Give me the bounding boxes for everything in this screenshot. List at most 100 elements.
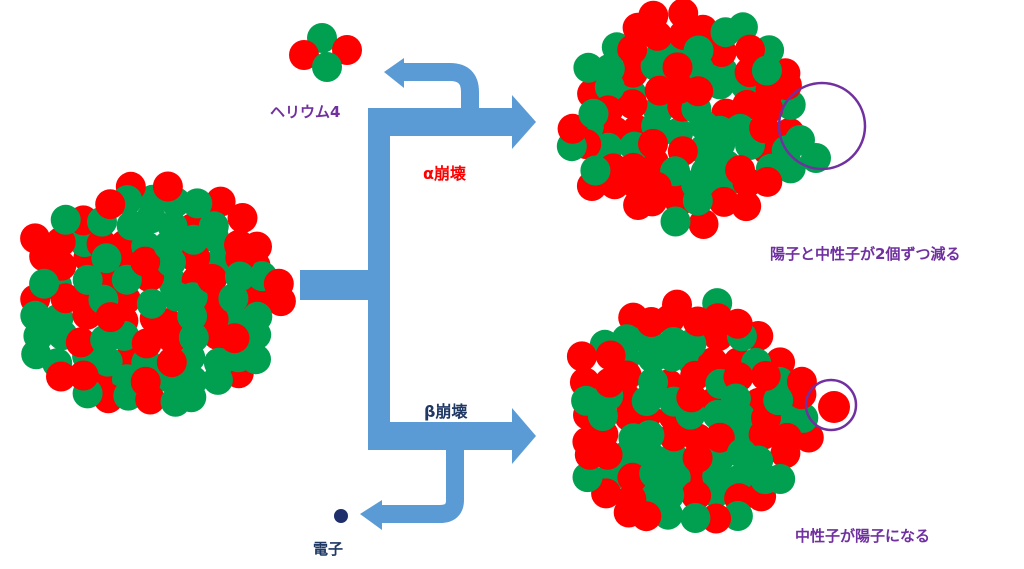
alpha-arrow-body: [368, 108, 518, 136]
neutron-ball: [726, 438, 757, 469]
neutron-ball: [722, 501, 753, 531]
proton-ball: [263, 268, 294, 299]
neutron-ball: [182, 188, 213, 219]
neutron-ball: [801, 143, 831, 173]
proton-ball: [68, 360, 99, 391]
alpha-arrow-head: [512, 95, 536, 149]
proton-ball: [641, 171, 672, 202]
proton-ball: [704, 422, 735, 453]
proton-ball: [95, 302, 126, 333]
decay-arrows: [300, 58, 536, 530]
proton-ball: [749, 113, 780, 144]
neutron-ball: [720, 383, 751, 414]
neutron-ball: [178, 224, 209, 255]
neutron-ball: [578, 98, 609, 129]
proton-ball: [752, 166, 783, 197]
proton-ball: [130, 366, 161, 397]
neutron-ball: [725, 113, 756, 144]
neutron-ball: [573, 52, 604, 83]
neutron-ball: [750, 464, 781, 495]
neutron-ball: [218, 283, 249, 314]
parent-nucleus: [20, 171, 296, 417]
proton-ball: [594, 367, 625, 398]
proton-ball: [636, 307, 667, 337]
neutron-ball: [788, 402, 819, 433]
proton-ball: [289, 40, 319, 70]
proton-ball: [668, 0, 699, 29]
proton-ball: [65, 327, 96, 358]
neutron-ball: [29, 268, 60, 299]
proton-ball: [227, 203, 258, 233]
neutron-ball: [153, 230, 184, 261]
proton-ball: [659, 421, 689, 452]
proton-ball: [557, 113, 588, 144]
neutron-ball: [683, 35, 714, 66]
neutron-ball: [682, 185, 713, 216]
proton-ball: [664, 73, 695, 104]
proton-ball: [131, 328, 162, 359]
proton-ball: [725, 155, 756, 186]
beta-arrow-head: [512, 408, 536, 464]
neutron-ball: [658, 327, 689, 357]
proton-ball: [772, 422, 802, 453]
beta-daughter-nucleus: [566, 288, 850, 534]
neutron-ball: [763, 385, 794, 416]
neutron-ball: [680, 503, 711, 533]
neutron-ball: [688, 110, 719, 141]
proton-ball: [722, 308, 753, 339]
proton-ball: [617, 34, 648, 65]
proton-ball: [20, 223, 51, 254]
proton-ball: [731, 191, 762, 222]
helium4-particle: [289, 23, 362, 82]
proton-ball: [156, 347, 187, 378]
beta-changed-highlight: [804, 378, 858, 432]
neutron-ball: [702, 461, 733, 492]
neutron-ball: [580, 155, 611, 186]
neutron-ball: [751, 55, 782, 86]
proton-ball: [219, 323, 250, 354]
proton-ball: [46, 361, 76, 392]
proton-ball: [642, 20, 673, 51]
proton-ball: [750, 360, 781, 391]
neutron-ball: [639, 458, 670, 489]
neutron-ball: [654, 480, 685, 511]
proton-ball: [638, 128, 668, 159]
proton-ball: [205, 186, 236, 217]
proton-ball: [818, 391, 850, 423]
alpha-daughter-nucleus: [556, 0, 831, 239]
neutron-ball: [594, 53, 625, 84]
neutron-ball: [136, 288, 167, 319]
helium-arrow-head: [384, 58, 404, 88]
neutron-ball: [23, 320, 54, 351]
neutron-ball: [135, 203, 166, 234]
electron-label: 電子: [313, 540, 344, 558]
proton-ball: [152, 171, 183, 202]
electron-arrow-head: [360, 500, 382, 530]
electron-dot: [334, 509, 348, 523]
beta-result-label: 中性子が陽子になる: [795, 527, 931, 545]
trunk-arrow-body: [368, 108, 390, 438]
proton-ball: [595, 340, 626, 371]
alpha-decay-label: α崩壊: [423, 164, 466, 183]
proton-ball: [709, 186, 739, 217]
proton-ball: [682, 423, 713, 454]
neutron-ball: [177, 301, 208, 332]
beta-arrow-body: [368, 422, 518, 450]
helium-arrow-body: [400, 63, 479, 120]
proton-ball: [130, 246, 161, 277]
neutron-ball: [202, 364, 233, 395]
neutron-ball: [637, 342, 668, 373]
neutron-ball: [634, 420, 665, 451]
proton-ball: [676, 382, 707, 413]
neutron-ball: [638, 367, 669, 398]
neutron-ball: [241, 344, 271, 375]
neutron-ball: [91, 243, 122, 274]
proton-ball: [688, 209, 719, 239]
alpha-removed-highlight: [777, 81, 867, 171]
proton-ball: [332, 35, 362, 65]
neutron-ball: [710, 17, 741, 48]
neutron-ball: [178, 322, 209, 353]
neutron-ball: [111, 264, 142, 295]
proton-ball: [50, 283, 81, 314]
